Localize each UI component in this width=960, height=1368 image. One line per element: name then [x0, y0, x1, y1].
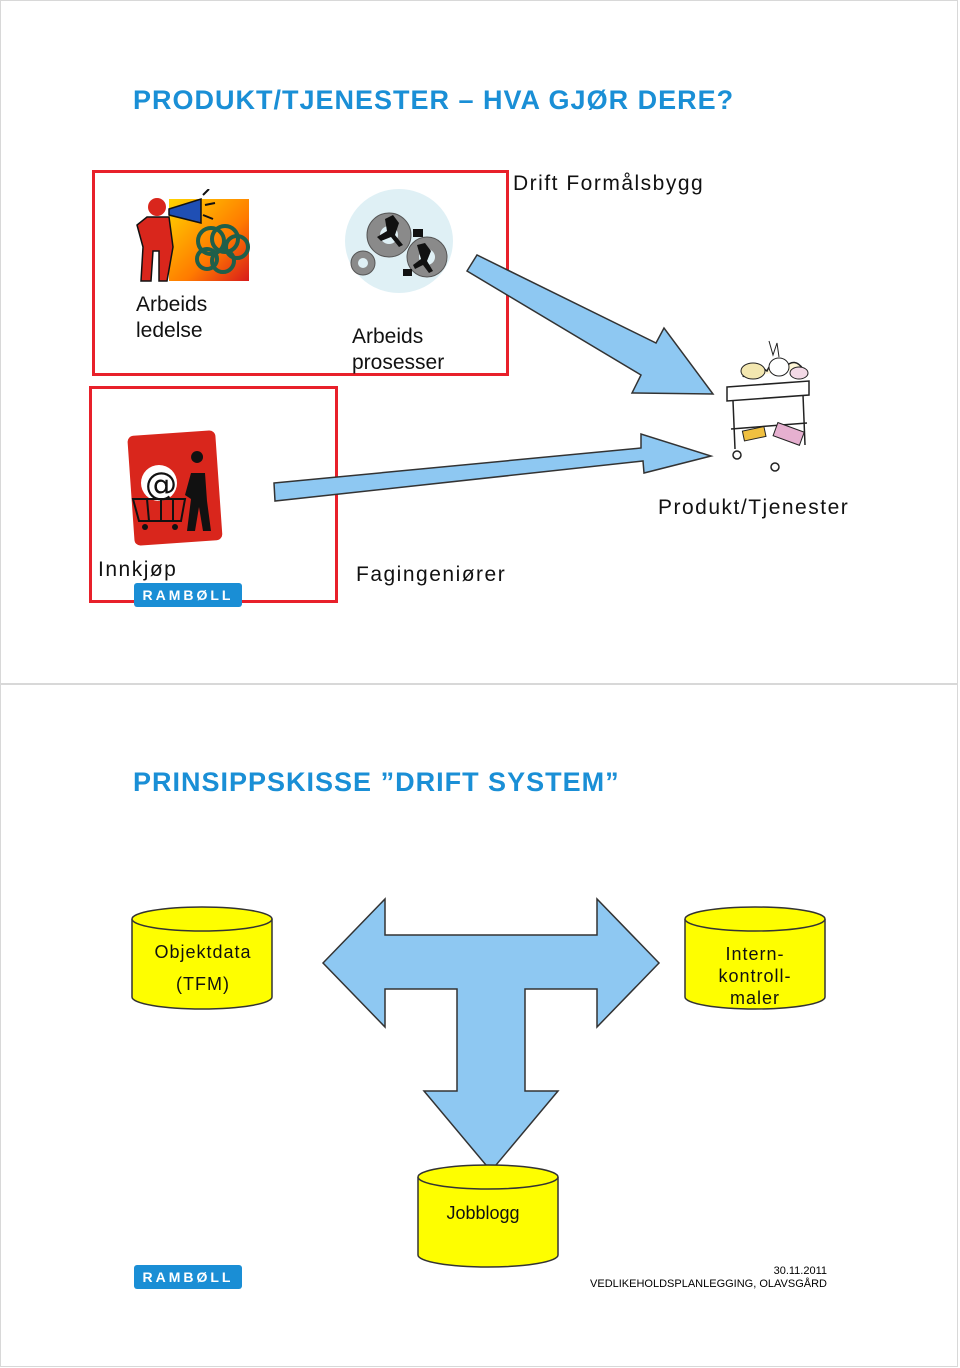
objektdata-line1: Objektdata [154, 942, 252, 962]
innkjop-label: Innkjøp [98, 558, 178, 581]
objektdata-line2: (TFM) [176, 974, 230, 994]
serving-cart-icon [726, 340, 810, 472]
arrow-purchase-to-product [273, 432, 714, 502]
footer-text: VEDLIKEHOLDSPLANLEGGING, OLAVSGÅRD [590, 1278, 827, 1290]
three-way-arrow [321, 897, 661, 1173]
jobblogg-cylinder [417, 1164, 559, 1268]
arrow-processes-to-product [465, 254, 715, 395]
fagingeniorer-label: Fagingeniører [356, 563, 507, 586]
slide-prinsippskisse: PRINSIPPSKISSE ”DRIFT SYSTEM” Objektdata… [0, 684, 958, 1367]
slide2-title: PRINSIPPSKISSE ”DRIFT SYSTEM” [133, 767, 620, 797]
produkt-tjenester-label: Produkt/Tjenester [658, 496, 850, 519]
gears-process-icon [345, 189, 453, 293]
flow-arrows [273, 254, 715, 502]
internkontroll-line1: Intern- [725, 944, 785, 964]
internkontroll-label: Intern- kontroll- maler [683, 943, 827, 1009]
jobblogg-label: Jobblogg [446, 1203, 520, 1223]
slide1-title: PRODUKT/TJENESTER – HVA GJØR DERE? [133, 85, 735, 115]
ramboll-logo-top: RAMBØLL [134, 583, 242, 607]
internkontroll-cylinder [684, 906, 826, 1010]
online-shopping-icon: @ [127, 430, 223, 546]
objektdata-cylinder [131, 906, 273, 1010]
arbeids-prosesser-line1: Arbeids [352, 325, 424, 348]
arbeids-prosesser-label: Arbeids prosesser [352, 324, 444, 376]
slide-produkt-tjenester: PRODUKT/TJENESTER – HVA GJØR DERE? Drift… [0, 0, 958, 684]
arbeids-ledelse-label: Arbeids ledelse [136, 292, 207, 344]
ramboll-logo-bottom: RAMBØLL [134, 1265, 242, 1289]
system-arrow-diagram [321, 897, 661, 1173]
megaphone-leader-icon [136, 189, 250, 282]
footer-date: 30.11.2011 [773, 1265, 827, 1277]
arbeids-prosesser-line2: prosesser [352, 351, 445, 374]
objektdata-label: Objektdata (TFM) [130, 941, 276, 995]
internkontroll-line3: maler [729, 988, 780, 1008]
svg-text:@: @ [145, 465, 177, 503]
drift-formalsbygg-label: Drift Formålsbygg [513, 172, 705, 195]
internkontroll-line2: kontroll- [718, 966, 792, 986]
arbeids-ledelse-line2: ledelse [136, 319, 203, 342]
arbeids-ledelse-line1: Arbeids [136, 293, 208, 316]
